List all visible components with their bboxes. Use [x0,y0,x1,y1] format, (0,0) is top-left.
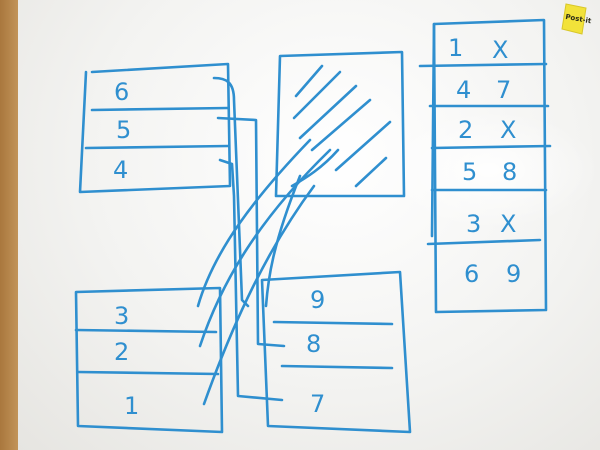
table-row-2-a: 2 [458,116,473,144]
table-row-1-b: 7 [496,76,511,104]
top-left-item-0: 6 [114,78,129,106]
table-row-0-a: 1 [448,34,463,62]
bottom-right-item-0: 9 [310,286,325,314]
light-glare [380,110,600,230]
bottom-left-item-2: 1 [124,392,139,420]
top-left-item-1: 5 [116,116,131,144]
bottom-left-item-0: 3 [114,302,129,330]
bottom-left-stack: 3 2 1 [74,286,224,434]
bottom-left-item-1: 2 [114,338,129,366]
table-row-4-a: 3 [466,210,481,238]
table-row-5-b: 9 [506,260,521,288]
connector-lines [196,76,340,406]
table-row-3-b: 8 [502,158,517,186]
top-left-item-2: 4 [113,156,128,184]
bottom-right-stack: 9 8 7 [260,270,412,434]
table-row-2-b: X [500,116,516,144]
table-row-3-a: 5 [462,158,477,186]
hatched-box [274,50,406,198]
sticky-note: Post-it [561,3,592,35]
table-row-0-b: X [492,36,508,64]
table-row-4-b: X [500,210,516,238]
table-row-1-a: 4 [456,76,471,104]
table-row-5-a: 6 [464,260,479,288]
bottom-right-item-1: 8 [306,330,321,358]
top-left-stack: 6 5 4 [78,62,232,194]
wood-frame [0,0,22,450]
right-table: 1 X 4 7 2 X 5 8 3 X 6 9 [418,18,552,314]
bottom-right-item-2: 7 [310,390,325,418]
